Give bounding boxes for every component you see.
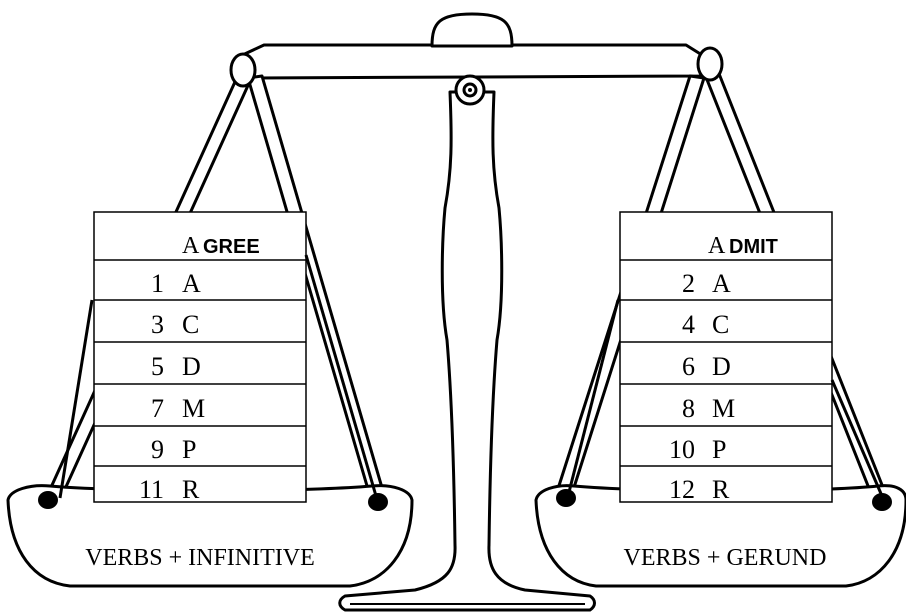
left-header-letter: A bbox=[182, 233, 200, 259]
row-number: 2 bbox=[682, 269, 695, 298]
row-letter: C bbox=[182, 310, 199, 339]
right-header-word: DMIT bbox=[729, 236, 778, 258]
row-number: 3 bbox=[151, 310, 164, 339]
row-letter: P bbox=[182, 435, 196, 464]
row-number: 6 bbox=[682, 352, 695, 381]
row-letter: D bbox=[712, 352, 731, 381]
row-number: 12 bbox=[669, 475, 695, 504]
row-letter: R bbox=[182, 475, 200, 504]
row-letter: D bbox=[182, 352, 201, 381]
row-letter: C bbox=[712, 310, 729, 339]
row-number: 11 bbox=[139, 475, 164, 504]
row-letter: P bbox=[712, 435, 726, 464]
left-pan-label: VERBS + INFINITIVE bbox=[85, 545, 315, 571]
right-header-letter: A bbox=[708, 233, 726, 259]
row-letter: M bbox=[712, 394, 735, 423]
row-number: 9 bbox=[151, 435, 164, 464]
row-number: 4 bbox=[682, 310, 695, 339]
row-letter: R bbox=[712, 475, 730, 504]
row-letter: A bbox=[182, 269, 201, 298]
row-number: 8 bbox=[682, 394, 695, 423]
right-pan-label: VERBS + GERUND bbox=[624, 545, 827, 571]
row-number: 10 bbox=[669, 435, 695, 464]
left-header-word: GREE bbox=[203, 236, 260, 258]
row-number: 5 bbox=[151, 352, 164, 381]
row-letter: A bbox=[712, 269, 731, 298]
row-number: 7 bbox=[151, 394, 164, 423]
row-number: 1 bbox=[151, 269, 164, 298]
row-letter: M bbox=[182, 394, 205, 423]
